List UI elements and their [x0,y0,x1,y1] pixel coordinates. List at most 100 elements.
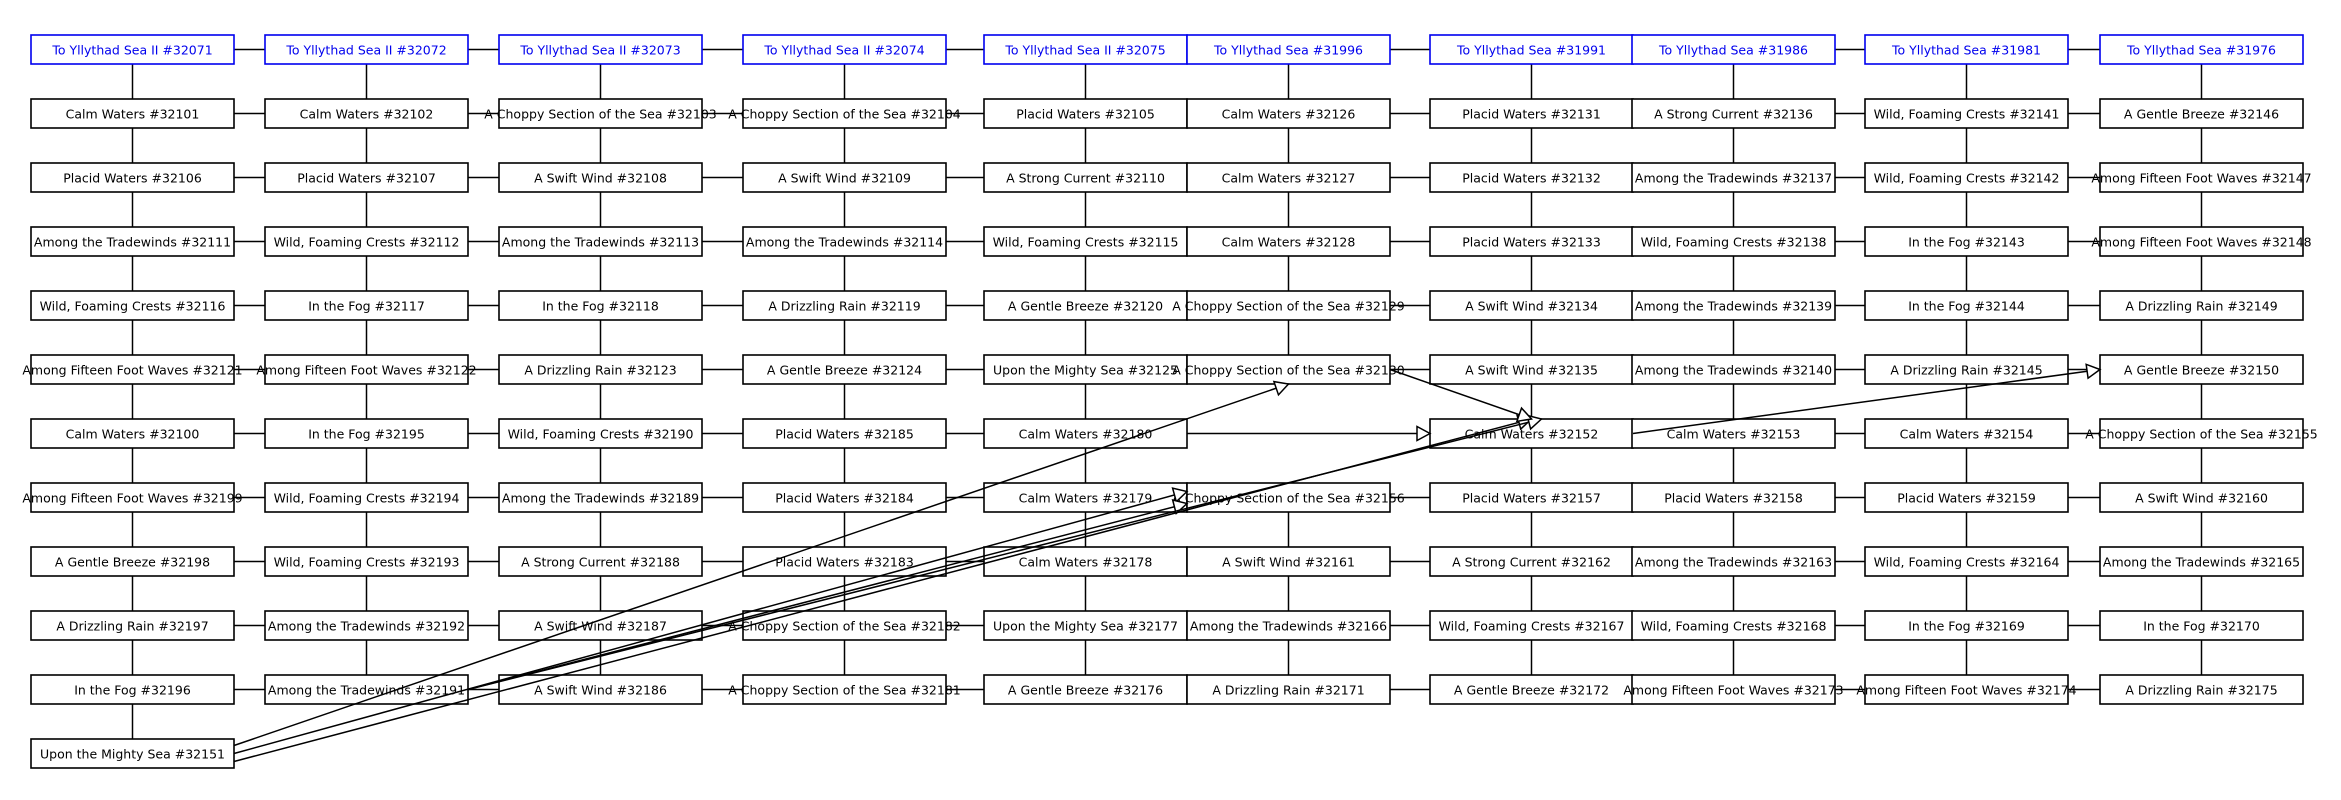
exit-node[interactable]: To Yllythad Sea II #32074 [742,34,947,65]
room-node[interactable]: Wild, Foaming Crests #32190 [498,418,703,449]
room-node[interactable]: Among the Tradewinds #32163 [1631,546,1836,577]
room-node[interactable]: Placid Waters #32131 [1429,98,1634,129]
room-node[interactable]: Among Fifteen Foot Waves #32173 [1623,674,1844,705]
room-node[interactable]: Wild, Foaming Crests #32142 [1864,162,2069,193]
room-node[interactable]: A Drizzling Rain #32197 [30,610,235,641]
room-node[interactable]: Calm Waters #32100 [30,418,235,449]
room-node[interactable]: Among the Tradewinds #32111 [30,226,235,257]
room-node[interactable]: A Drizzling Rain #32171 [1186,674,1391,705]
room-node[interactable]: Among Fifteen Foot Waves #32174 [1856,674,2077,705]
room-node[interactable]: In the Fog #32169 [1864,610,2069,641]
room-node[interactable]: Placid Waters #32184 [742,482,947,513]
room-node[interactable]: A Drizzling Rain #32123 [498,354,703,385]
room-node[interactable]: Wild, Foaming Crests #32138 [1631,226,1836,257]
room-node[interactable]: Calm Waters #32153 [1631,418,1836,449]
room-node[interactable]: In the Fog #32196 [30,674,235,705]
room-node[interactable]: Calm Waters #32154 [1864,418,2069,449]
room-node[interactable]: Among Fifteen Foot Waves #32148 [2091,226,2312,257]
room-node[interactable]: Upon the Mighty Sea #32151 [30,738,235,769]
room-node[interactable]: Among the Tradewinds #32137 [1631,162,1836,193]
room-node[interactable]: Wild, Foaming Crests #32193 [264,546,469,577]
room-node[interactable]: A Swift Wind #32187 [498,610,703,641]
room-node[interactable]: A Swift Wind #32186 [498,674,703,705]
exit-node[interactable]: To Yllythad Sea #31991 [1429,34,1634,65]
room-node[interactable]: A Strong Current #32136 [1631,98,1836,129]
room-node[interactable]: Among the Tradewinds #32139 [1631,290,1836,321]
room-node[interactable]: A Gentle Breeze #32124 [742,354,947,385]
room-node[interactable]: A Choppy Section of the Sea #32130 [1172,354,1405,385]
room-node[interactable]: Among Fifteen Foot Waves #32199 [22,482,243,513]
room-node[interactable]: A Swift Wind #32160 [2099,482,2304,513]
room-node[interactable]: Wild, Foaming Crests #32164 [1864,546,2069,577]
room-node[interactable]: In the Fog #32117 [264,290,469,321]
room-node[interactable]: Among Fifteen Foot Waves #32147 [2091,162,2312,193]
exit-node[interactable]: To Yllythad Sea II #32072 [264,34,469,65]
room-node[interactable]: A Swift Wind #32135 [1429,354,1634,385]
room-node[interactable]: In the Fog #32143 [1864,226,2069,257]
room-node[interactable]: A Swift Wind #32134 [1429,290,1634,321]
room-node[interactable]: In the Fog #32144 [1864,290,2069,321]
exit-node[interactable]: To Yllythad Sea #31976 [2099,34,2304,65]
room-node[interactable]: In the Fog #32170 [2099,610,2304,641]
room-node[interactable]: Placid Waters #32157 [1429,482,1634,513]
room-node[interactable]: A Strong Current #32110 [983,162,1188,193]
room-node[interactable]: Placid Waters #32133 [1429,226,1634,257]
room-node[interactable]: Among Fifteen Foot Waves #32122 [256,354,477,385]
room-node[interactable]: In the Fog #32195 [264,418,469,449]
room-node[interactable]: A Gentle Breeze #32172 [1429,674,1634,705]
room-node[interactable]: A Strong Current #32162 [1429,546,1634,577]
room-node[interactable]: A Choppy Section of the Sea #32156 [1172,482,1405,513]
room-node[interactable]: Wild, Foaming Crests #32115 [983,226,1188,257]
room-node[interactable]: Among the Tradewinds #32140 [1631,354,1836,385]
exit-node[interactable]: To Yllythad Sea II #32075 [983,34,1188,65]
room-node[interactable]: Wild, Foaming Crests #32141 [1864,98,2069,129]
room-node[interactable]: Placid Waters #32185 [742,418,947,449]
room-node[interactable]: A Choppy Section of the Sea #32182 [728,610,961,641]
room-node[interactable]: Placid Waters #32106 [30,162,235,193]
room-node[interactable]: Placid Waters #32105 [983,98,1188,129]
room-node[interactable]: A Choppy Section of the Sea #32104 [728,98,961,129]
room-node[interactable]: A Swift Wind #32161 [1186,546,1391,577]
room-node[interactable]: Wild, Foaming Crests #32116 [30,290,235,321]
room-node[interactable]: Wild, Foaming Crests #32167 [1429,610,1634,641]
room-node[interactable]: Among the Tradewinds #32113 [498,226,703,257]
room-node[interactable]: Calm Waters #32127 [1186,162,1391,193]
room-node[interactable]: In the Fog #32118 [498,290,703,321]
room-node[interactable]: Calm Waters #32128 [1186,226,1391,257]
room-node[interactable]: A Choppy Section of the Sea #32129 [1172,290,1405,321]
room-node[interactable]: Upon the Mighty Sea #32177 [983,610,1188,641]
exit-node[interactable]: To Yllythad Sea II #32073 [498,34,703,65]
room-node[interactable]: Among the Tradewinds #32166 [1186,610,1391,641]
room-node[interactable]: Among the Tradewinds #32189 [498,482,703,513]
room-node[interactable]: Among the Tradewinds #32165 [2099,546,2304,577]
room-node[interactable]: Calm Waters #32101 [30,98,235,129]
room-node[interactable]: Wild, Foaming Crests #32112 [264,226,469,257]
room-node[interactable]: Placid Waters #32132 [1429,162,1634,193]
room-node[interactable]: A Drizzling Rain #32149 [2099,290,2304,321]
room-node[interactable]: Calm Waters #32126 [1186,98,1391,129]
room-node[interactable]: Wild, Foaming Crests #32194 [264,482,469,513]
room-node[interactable]: Calm Waters #32102 [264,98,469,129]
room-node[interactable]: Upon the Mighty Sea #32125 [983,354,1188,385]
room-node[interactable]: A Gentle Breeze #32150 [2099,354,2304,385]
room-node[interactable]: A Drizzling Rain #32119 [742,290,947,321]
room-node[interactable]: Placid Waters #32158 [1631,482,1836,513]
room-node[interactable]: A Gentle Breeze #32120 [983,290,1188,321]
room-node[interactable]: A Gentle Breeze #32146 [2099,98,2304,129]
exit-node[interactable]: To Yllythad Sea #31996 [1186,34,1391,65]
room-node[interactable]: A Choppy Section of the Sea #32181 [728,674,961,705]
room-node[interactable]: A Gentle Breeze #32176 [983,674,1188,705]
room-node[interactable]: Calm Waters #32179 [983,482,1188,513]
room-node[interactable]: A Choppy Section of the Sea #32103 [484,98,717,129]
exit-node[interactable]: To Yllythad Sea #31986 [1631,34,1836,65]
room-node[interactable]: A Drizzling Rain #32175 [2099,674,2304,705]
room-node[interactable]: Placid Waters #32159 [1864,482,2069,513]
room-node[interactable]: A Gentle Breeze #32198 [30,546,235,577]
room-node[interactable]: Wild, Foaming Crests #32168 [1631,610,1836,641]
room-node[interactable]: Among the Tradewinds #32192 [264,610,469,641]
room-node[interactable]: Placid Waters #32183 [742,546,947,577]
room-node[interactable]: A Swift Wind #32109 [742,162,947,193]
exit-node[interactable]: To Yllythad Sea #31981 [1864,34,2069,65]
room-node[interactable]: Among Fifteen Foot Waves #32121 [22,354,243,385]
room-node[interactable]: Calm Waters #32180 [983,418,1188,449]
